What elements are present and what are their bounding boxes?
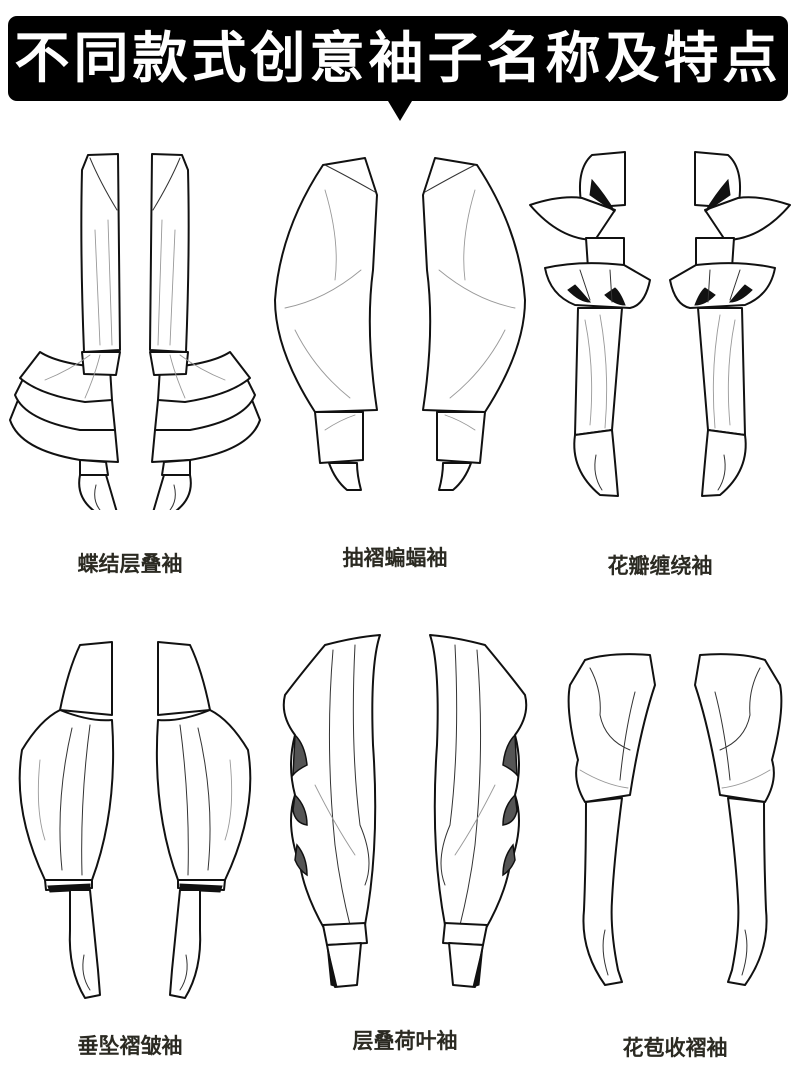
petal-wrap-sleeve-illustration (529, 151, 791, 497)
sleeve-card-4: 垂坠褶皱袖 (0, 630, 270, 1058)
tiered-ruffle-sleeve-illustration (282, 634, 528, 988)
sleeve-card-2: 抽褶蝙蝠袖 (265, 130, 535, 570)
sleeve-name: 花苞收褶袖 (622, 1036, 728, 1060)
sleeve-name: 层叠荷叶袖 (352, 1029, 458, 1053)
sleeve-card-3: 花瓣缠绕袖 (520, 140, 800, 578)
title-banner: 不同款式创意袖子名称及特点 (8, 16, 788, 101)
tiered-bow-sleeve-illustration (9, 153, 261, 510)
sleeve-card-6: 花苞收褶袖 (550, 630, 800, 1060)
draped-pleat-sleeve-illustration (18, 641, 252, 999)
page-title: 不同款式创意袖子名称及特点 (14, 26, 782, 90)
sleeve-card-1: 蝶结层叠袖 (0, 130, 270, 576)
gathered-batwing-sleeve-illustration (274, 157, 526, 491)
bud-gathered-sleeve-illustration (567, 653, 783, 986)
sleeve-card-5: 层叠荷叶袖 (265, 625, 545, 1053)
sleeve-name: 蝶结层叠袖 (77, 552, 183, 576)
sleeve-name: 抽褶蝙蝠袖 (342, 546, 448, 570)
sleeve-name: 垂坠褶皱袖 (77, 1034, 183, 1058)
banner-pointer (388, 101, 412, 121)
sleeve-name: 花瓣缠绕袖 (607, 554, 713, 578)
